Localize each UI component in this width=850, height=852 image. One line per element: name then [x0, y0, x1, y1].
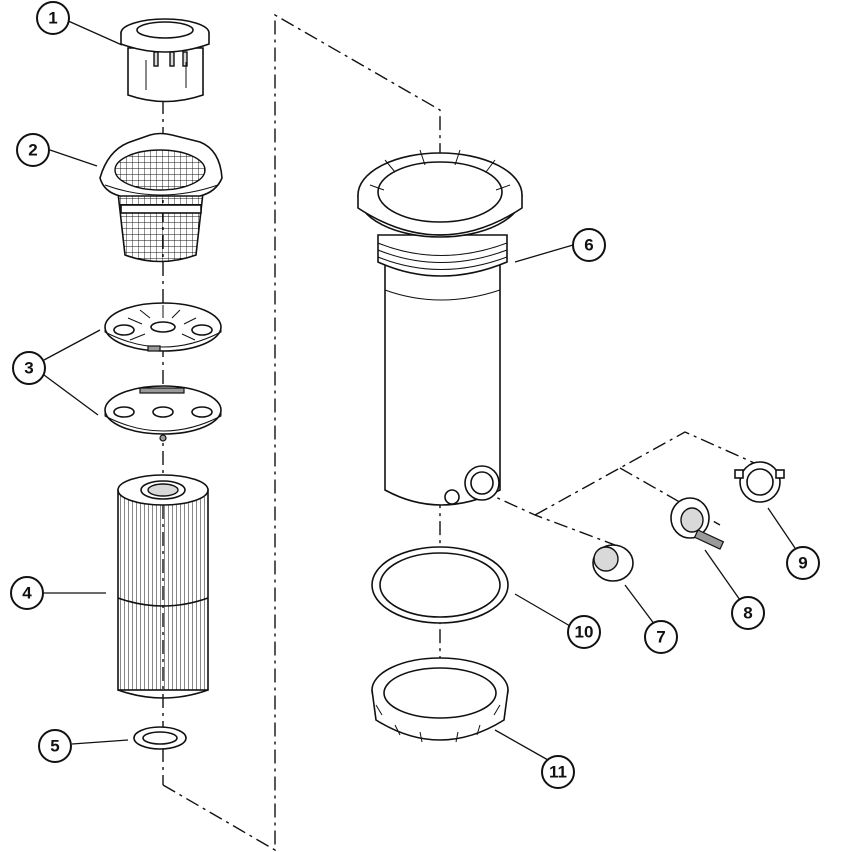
- svg-text:10: 10: [575, 623, 594, 642]
- svg-text:6: 6: [584, 236, 593, 255]
- callout-10: 10: [567, 615, 601, 649]
- callout-6: 6: [572, 228, 606, 262]
- callout-1: 1: [36, 1, 70, 35]
- svg-text:2: 2: [28, 141, 37, 160]
- svg-text:8: 8: [743, 604, 752, 623]
- callout-11: 11: [541, 755, 575, 789]
- part-5-o-ring: [133, 726, 187, 750]
- svg-text:4: 4: [22, 584, 32, 603]
- callout-3: 3: [12, 351, 46, 385]
- callout-2: 2: [16, 133, 50, 167]
- callout-8: 8: [731, 596, 765, 630]
- callout-9: 9: [786, 546, 820, 580]
- part-6-body: [357, 149, 523, 506]
- svg-text:3: 3: [24, 359, 33, 378]
- callout-7: 7: [644, 620, 678, 654]
- part-3-plates: [104, 302, 222, 442]
- part-11-lock-ring: [371, 657, 509, 743]
- svg-text:9: 9: [798, 554, 807, 573]
- svg-text:11: 11: [549, 763, 567, 782]
- part-7-adapter: [592, 544, 634, 582]
- part-1-adaptor: [120, 18, 210, 103]
- part-2-basket: [99, 132, 223, 263]
- part-4-cartridge: [117, 474, 209, 699]
- part-10-body-o-ring: [371, 546, 509, 624]
- svg-text:1: 1: [48, 9, 57, 28]
- svg-text:5: 5: [50, 737, 59, 756]
- leader-lines: [43, 19, 796, 761]
- callout-5: 5: [38, 729, 72, 763]
- svg-text:7: 7: [656, 628, 665, 647]
- part-8-drain-plug: [670, 497, 725, 550]
- part-9-gauge-adapter: [734, 461, 785, 503]
- callout-4: 4: [10, 576, 44, 610]
